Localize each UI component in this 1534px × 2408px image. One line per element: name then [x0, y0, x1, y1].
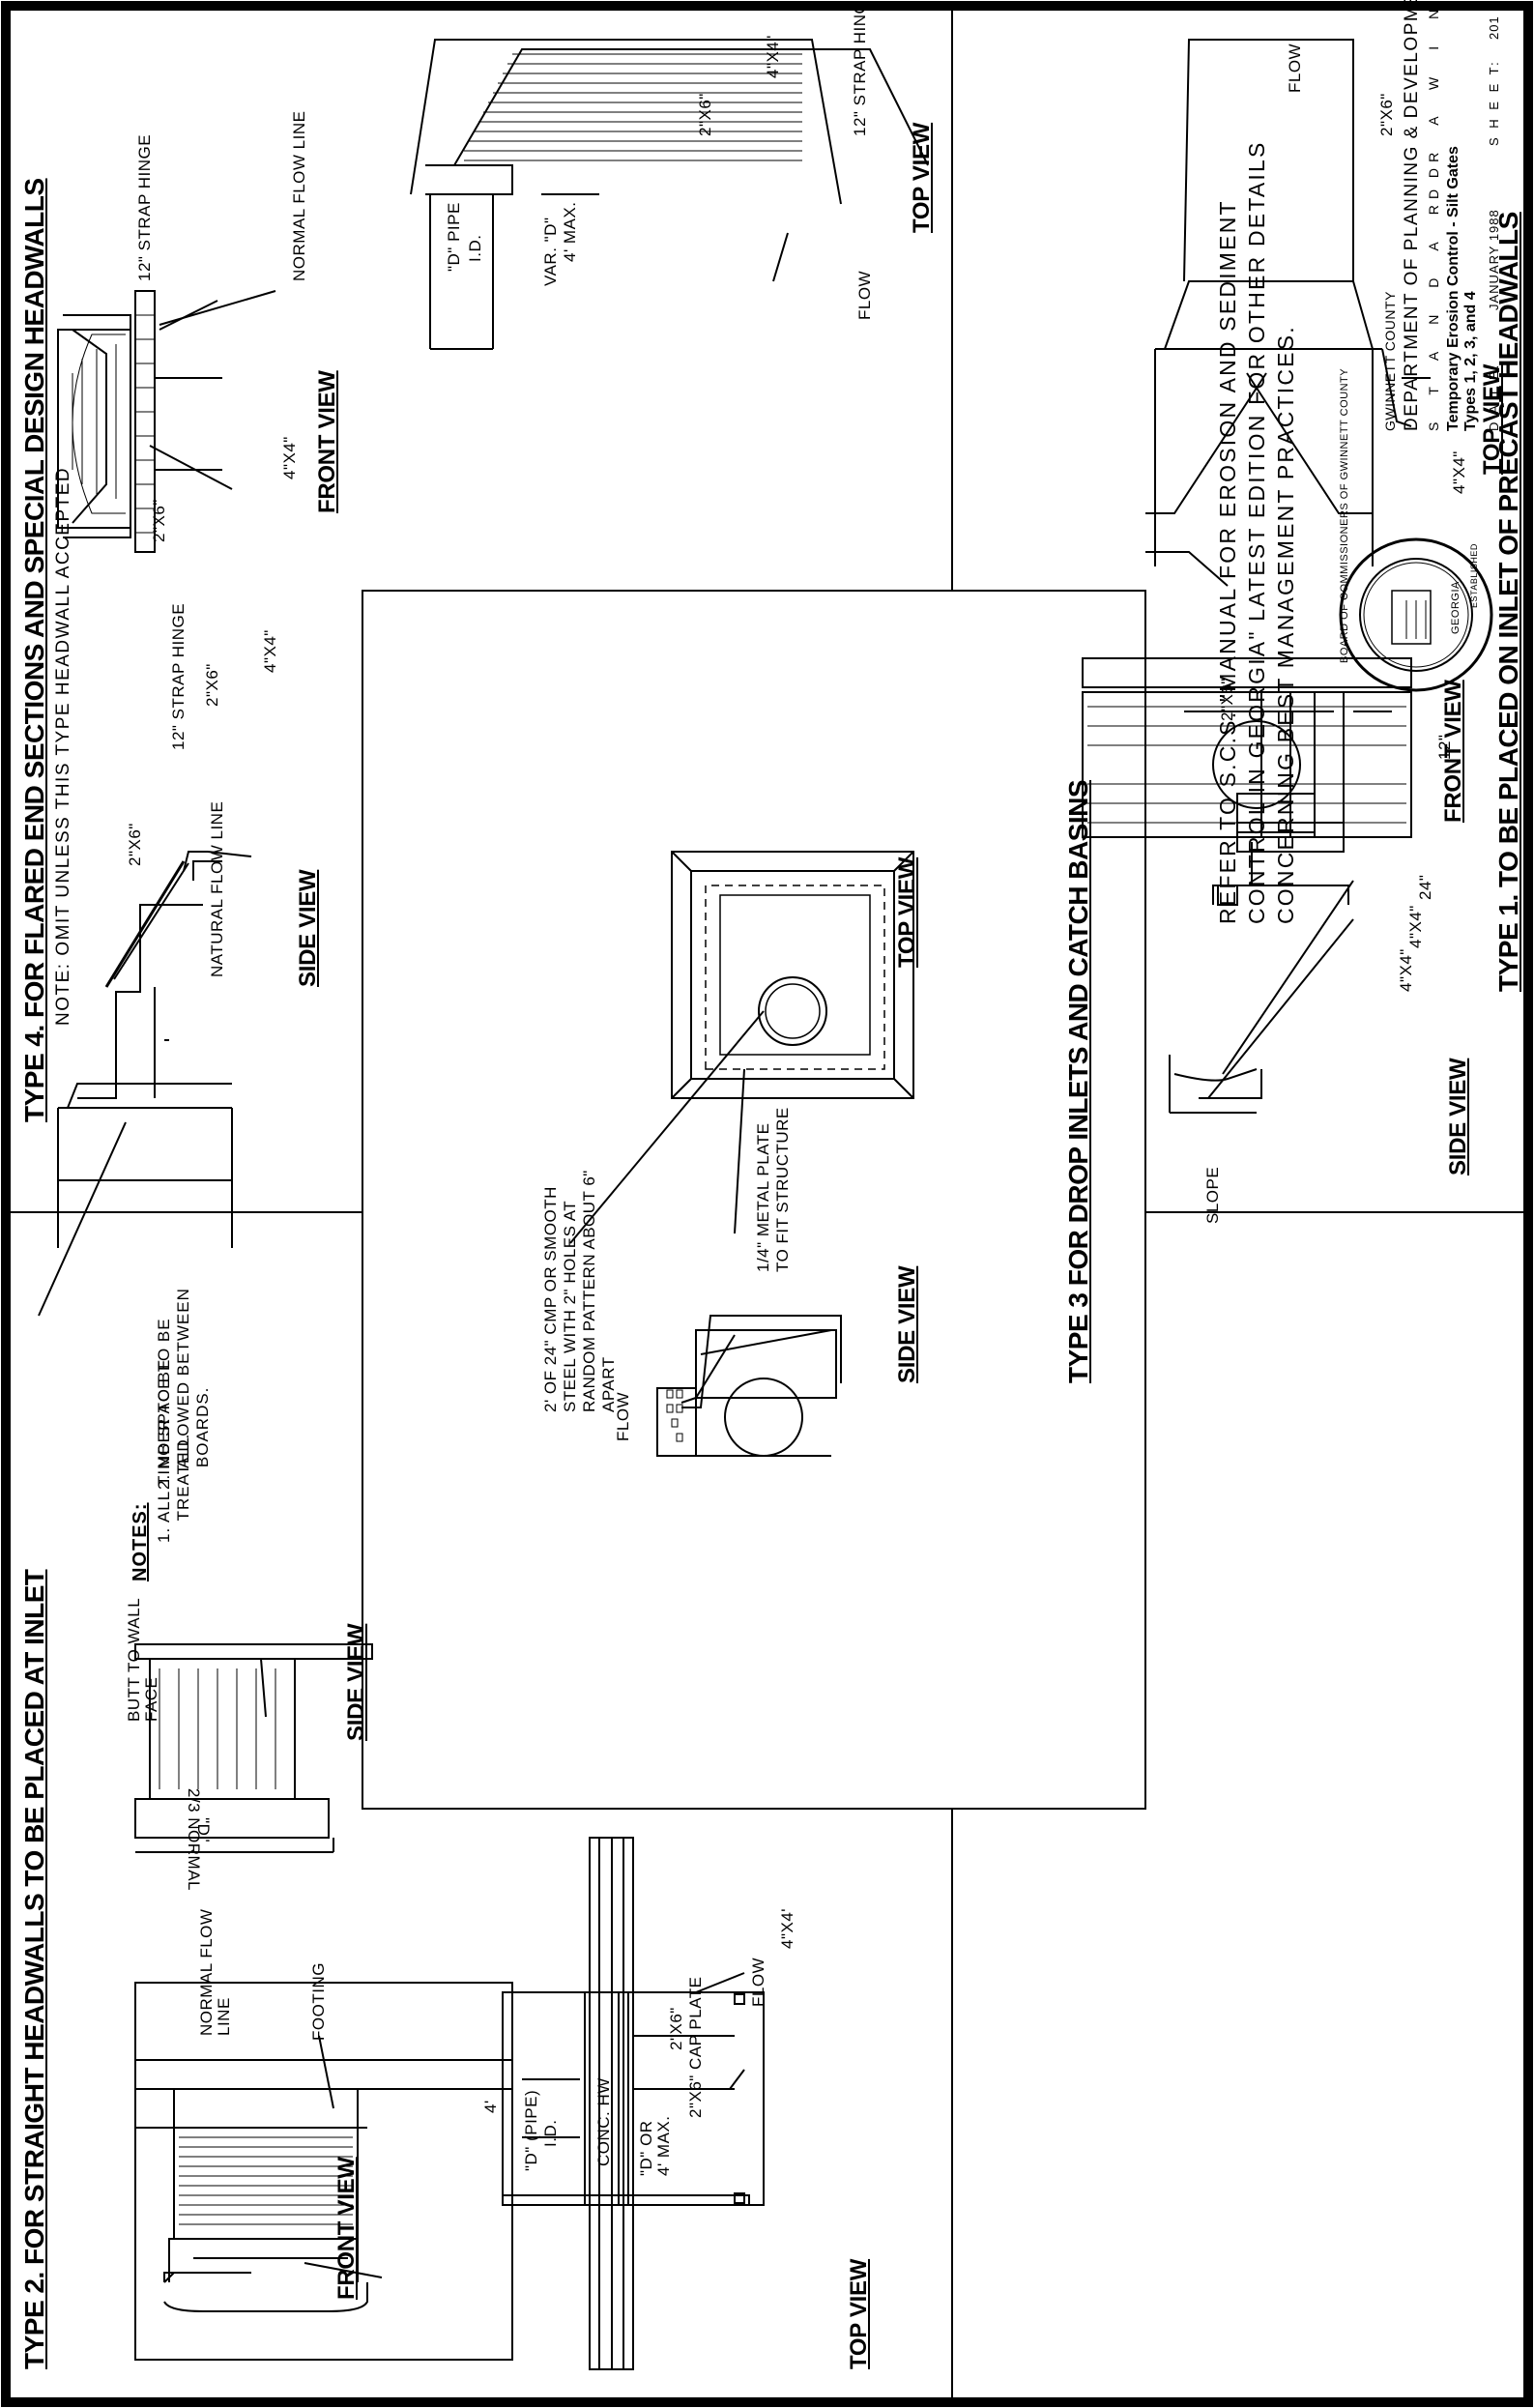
type4-top-view-title: TOP VIEW [909, 122, 935, 233]
type4-top-strap-label: 12" STRAP HINGE [851, 0, 869, 136]
type3-top-view-title: TOP VIEW [894, 856, 920, 968]
type4-top-view-drawing [411, 40, 928, 349]
type2-front-view-drawing [135, 1983, 512, 2360]
type3-title: TYPE 3 FOR DROP INLETS AND CATCH BASINS [1063, 779, 1093, 1383]
type4-normal-flow-label: NORMAL FLOW LINE [290, 110, 308, 281]
type2-footing-label: FOOTING [309, 1962, 328, 2041]
type1-top-view-drawing [1145, 40, 1431, 586]
type4-side-4x4-label: 4"X4" [261, 629, 279, 673]
type4-side-view-title: SIDE VIEW [295, 869, 321, 987]
type4-front-strap-label: 12" STRAP HINGE [135, 133, 154, 281]
tb-types: Types 1, 2, 3, and 4 [1462, 291, 1479, 431]
type2-cap-plate-label: 2"X6" CAP PLATE [686, 1976, 705, 2118]
type4-note: NOTE: OMIT UNLESS THIS TYPE HEADWALL ACC… [53, 466, 73, 1026]
county-seal-graphic [1341, 539, 1491, 690]
type1-flow-label: FLOW [1286, 43, 1304, 93]
type1-dim12-label: 12" [1435, 734, 1454, 760]
type1-top-2x6-label: 2"X6" [1377, 93, 1396, 136]
type4-top-4x4-label: 4"X4" [764, 35, 782, 78]
type4-id-label: I.D. [466, 234, 484, 262]
tb-date: JANUARY 1988 [1487, 209, 1501, 310]
type2-four-label: 4' [481, 2100, 500, 2113]
tb-drawing-title: Temporary Erosion Control - Silt Gates [1445, 146, 1462, 431]
type2-id-label: I.D. [541, 2119, 560, 2147]
tb-dept: DEPARTMENT OF PLANNING & DEVELOPMENT [1402, 0, 1422, 431]
type2-title: TYPE 2. FOR STRAIGHT HEADWALLS TO BE PLA… [19, 1569, 49, 2369]
refer-note: REFER TO S.C.S. "MANUAL FOR EROSION AND … [1215, 140, 1298, 924]
type2-d-or-label: "D" OR 4' MAX. [637, 2115, 673, 2177]
type4-front-view-drawing [58, 291, 275, 552]
type1-title: TYPE 1. TO BE PLACED ON INLET OF PRECAST… [1493, 212, 1523, 992]
type2-d-pipe-label: "D" (PIPE) [522, 2089, 540, 2171]
type3-panel [362, 591, 1145, 1809]
tb-county: GWINNETT COUNTY [1382, 291, 1398, 431]
type2-notes-header: NOTES: [130, 1502, 151, 1581]
type3-cmp-label: 2' OF 24" CMP OR SMOOTH STEEL WITH 2" HO… [541, 1170, 618, 1412]
type2-top-view-drawing [503, 1838, 764, 2369]
type2-side-view-drawing [135, 1644, 372, 1852]
tb-drawing: DRAWING [1426, 0, 1441, 199]
type4-max-label: 4' MAX. [561, 201, 579, 263]
type2-butt-label: BUTT TO WALL FACE [125, 1597, 160, 1722]
type1-front-view-drawing [1083, 658, 1411, 852]
type2-note-2: 2. NO SPACE TO BE ALLOWED BETWEEN BOARDS… [155, 1288, 212, 1490]
type1-top-4x4-label: 4"X4" [1450, 450, 1468, 494]
tb-sheet: 201 [1487, 15, 1501, 40]
type3-side-view-drawing [657, 1316, 841, 1456]
type1-side-view-title: SIDE VIEW [1445, 1058, 1471, 1175]
type4-title: TYPE 4. FOR FLARED END SECTIONS AND SPEC… [19, 178, 49, 1122]
type2-front-view-title: FRONT VIEW [333, 2157, 360, 2300]
type1-side-4x4-label: 4"X4" [1397, 948, 1415, 992]
type4-side-2x6-label: 2"X6" [126, 823, 144, 866]
type1-dim24-label: 24" [1416, 874, 1434, 900]
type3-top-view-drawing [570, 852, 913, 1243]
type2-4x4-label: 4"X4' [778, 1907, 796, 1949]
type2-normal-label: 2/3 NORMAL [185, 1787, 203, 1891]
type4-flow-label: FLOW [855, 270, 874, 320]
type2-conc-hw-label: CONC. HW [594, 2077, 613, 2166]
type4-side-2x6b-label: 2"X6" [203, 663, 221, 707]
type4-natural-flow-label: NATURAL FLOW LINE [208, 800, 226, 977]
type1-side-view-drawing [1170, 842, 1353, 1113]
type2-flow-label: FLOW [749, 1957, 767, 2007]
type2-2x6-label: 2"X6" [667, 2007, 685, 2050]
tb-sheet-label: S H E E T: [1487, 59, 1501, 146]
seal-established-text: ESTABLISHED [1469, 543, 1479, 608]
type4-top-2x6-label: 2"X6" [696, 93, 714, 136]
sheet-border [6, 6, 1528, 2402]
type4-side-strap-label: 12" STRAP HINGE [169, 602, 188, 750]
type2-top-view-title: TOP VIEW [846, 2258, 872, 2369]
seal-ring-text: BOARD OF COMMISSIONERS OF GWINNETT COUNT… [1339, 367, 1350, 663]
type4-side-view-drawing [39, 852, 251, 1316]
type4-d-pipe-label: "D" PIPE [445, 202, 463, 272]
type1-front-4x4-label: 4"X4" [1406, 905, 1425, 948]
type2-normal-flow-label: NORMAL FLOW LINE [197, 1908, 233, 2036]
type2-side-view-title: SIDE VIEW [343, 1623, 369, 1741]
type4-front-view-title: FRONT VIEW [314, 370, 340, 513]
type4-front-2x6-label: 2"X6" [150, 499, 168, 542]
type3-side-view-title: SIDE VIEW [894, 1265, 920, 1383]
type4-front-4x4-label: 4"X4" [280, 436, 299, 479]
type3-metal-plate-label: 1/4" METAL PLATE TO FIT STRUCTURE [754, 1107, 792, 1272]
seal-georgia-text: GEORGIA [1450, 581, 1462, 634]
type4-var-label: VAR. "D" [541, 217, 560, 287]
type1-slope-label: SLOPE [1203, 1166, 1222, 1224]
tb-date-label: D A T E: [1487, 362, 1501, 431]
